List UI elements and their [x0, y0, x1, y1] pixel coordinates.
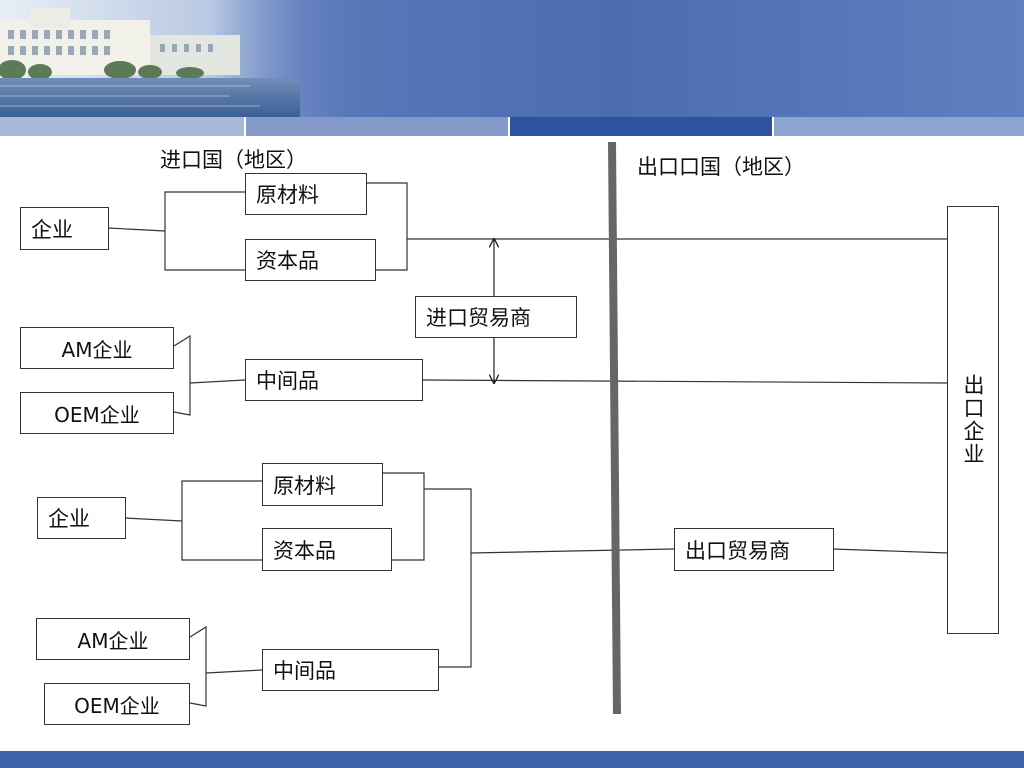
bracket-line [424, 488, 472, 668]
connector-line [107, 227, 166, 232]
connector-line [832, 548, 949, 554]
top-intermediate-box: 中间品 [245, 359, 423, 401]
footer-bar [0, 751, 1024, 768]
bracket-line [383, 472, 425, 561]
connector-line [422, 379, 949, 384]
top-enterprise-box: 企业 [20, 207, 109, 250]
import-trader-box: 进口贸易商 [415, 296, 577, 338]
stripe-segment [246, 117, 508, 136]
bottom-capital-goods-box: 资本品 [262, 528, 392, 571]
top-am-enterprise-box: AM企业 [20, 327, 174, 369]
connector-line [124, 517, 183, 522]
bracket-line [367, 182, 408, 271]
header-banner [0, 0, 1024, 117]
stripe-segment [510, 117, 772, 136]
stripe-segment [774, 117, 1024, 136]
top-capital-goods-box: 资本品 [245, 239, 376, 281]
bracket-line [173, 334, 191, 416]
export-trader-box: 出口贸易商 [674, 528, 834, 571]
bracket-line [181, 480, 262, 561]
bottom-raw-material-box: 原材料 [262, 463, 383, 506]
bracket-line [189, 625, 207, 707]
header-stripe-bar [0, 117, 1024, 136]
bottom-enterprise-box: 企业 [37, 497, 126, 539]
stripe-segment [0, 117, 244, 136]
campus-building-image [0, 0, 300, 117]
bottom-oem-enterprise-box: OEM企业 [44, 683, 190, 725]
top-raw-material-box: 原材料 [245, 173, 367, 215]
bottom-intermediate-box: 中间品 [262, 649, 439, 691]
connector-line [189, 379, 246, 384]
import-country-label: 进口国（地区） [160, 148, 307, 172]
top-oem-enterprise-box: OEM企业 [20, 392, 174, 434]
bracket-line [164, 191, 245, 271]
export-enterprise-box: 出口企业 [947, 206, 999, 634]
bottom-am-enterprise-box: AM企业 [36, 618, 190, 660]
country-divider [608, 141, 621, 715]
connector-line [470, 548, 675, 554]
export-country-label: 出口口国（地区） [637, 155, 805, 179]
connector-line [205, 669, 263, 674]
